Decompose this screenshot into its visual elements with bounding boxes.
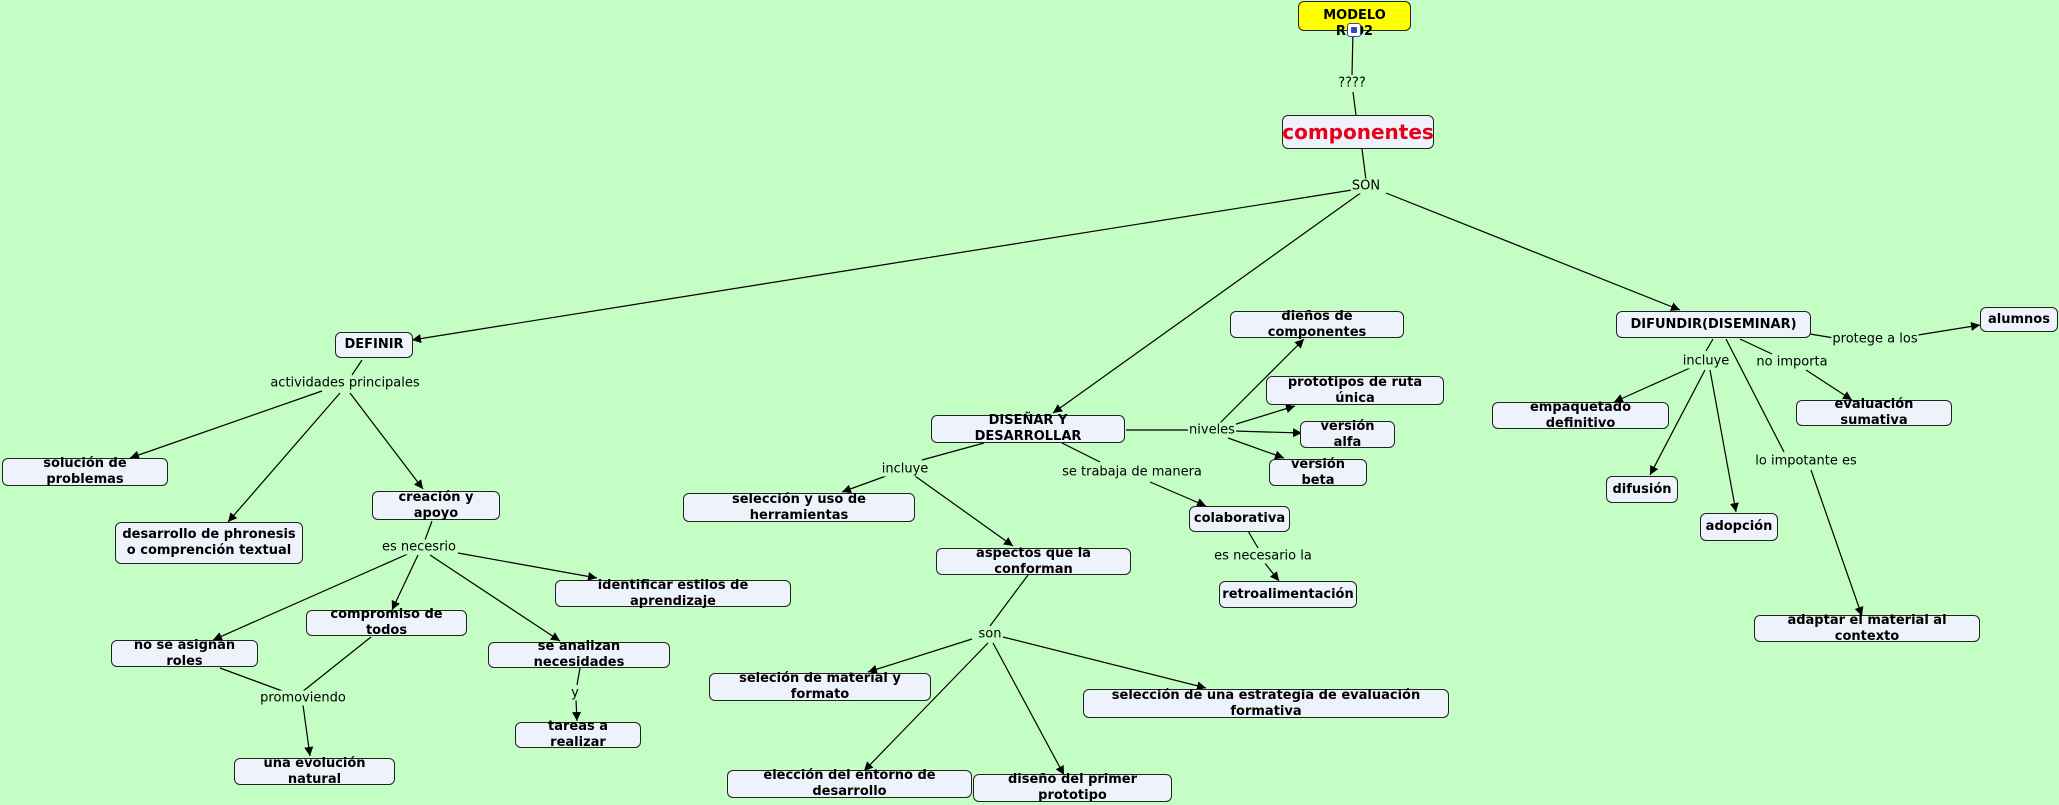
link-label-y: y [570, 685, 580, 701]
node-alumnos[interactable]: alumnos [1980, 307, 2058, 332]
link-label-incluye-disenar: incluye [880, 461, 930, 477]
node-definir[interactable]: DEFINIR [335, 332, 413, 358]
node-tareas[interactable]: tareas a realizar [515, 719, 641, 750]
node-compromiso[interactable]: compromiso de todos [306, 607, 467, 638]
node-difusion[interactable]: difusión [1606, 476, 1678, 503]
node-disenos-componentes[interactable]: dieños de componentes [1230, 309, 1404, 340]
node-estilos[interactable]: identificar estilos de aprendizaje [555, 578, 791, 609]
node-colaborativa[interactable]: colaborativa [1189, 506, 1290, 532]
node-adaptar-material[interactable]: adaptar el material al contexto [1754, 613, 1980, 644]
node-solucion-problemas[interactable]: solución de problemas [2, 456, 168, 487]
link-label-son-aspectos: son [977, 626, 1003, 642]
link-label-son: SON [1350, 178, 1382, 194]
node-componentes[interactable]: componentes [1282, 115, 1434, 149]
link-label-se-trabaja: se trabaja de manera [1061, 464, 1203, 480]
node-evolucion[interactable]: una evolución natural [234, 756, 395, 787]
node-empaquetado[interactable]: empaquetado definitivo [1492, 400, 1669, 431]
node-version-beta[interactable]: versión beta [1269, 457, 1367, 488]
node-version-alfa[interactable]: versión alfa [1300, 419, 1395, 450]
link-label-no-importa: no importa [1755, 354, 1829, 370]
link-label-q: ???? [1337, 75, 1367, 91]
node-herramientas[interactable]: selección y uso de herramientas [683, 492, 915, 523]
link-label-incluye-difundir: incluye [1681, 353, 1731, 369]
concept-map-icon[interactable] [1347, 23, 1361, 37]
link-label-es-necesario-la: es necesario la [1213, 548, 1313, 564]
node-difundir[interactable]: DIFUNDIR(DISEMINAR) [1616, 311, 1811, 338]
node-primer-prototipo[interactable]: diseño del primer prototipo [973, 772, 1172, 803]
node-retroalimentacion[interactable]: retroalimentación [1219, 581, 1357, 608]
node-necesidades[interactable]: se analizan necesidades [488, 639, 670, 670]
link-label-niveles: niveles [1188, 422, 1236, 438]
node-creacion-apoyo[interactable]: creación y apoyo [372, 490, 500, 521]
node-disenar-desarrollar[interactable]: DISEÑAR Y DESARROLLAR [931, 413, 1125, 444]
link-label-actividades: actividades principales [269, 375, 421, 391]
node-material-formato[interactable]: seleción de material y formato [709, 671, 931, 702]
link-label-es-necesrio: es necesrio [381, 539, 457, 555]
link-label-lo-importante: lo impotante es [1754, 453, 1858, 469]
node-adopcion[interactable]: adopción [1700, 513, 1778, 541]
link-label-protege: protege a los [1831, 331, 1919, 347]
node-no-roles[interactable]: no se asignan roles [111, 638, 258, 669]
node-evaluacion-sumativa[interactable]: evaluación sumativa [1796, 397, 1952, 428]
node-estrategia-evaluacion[interactable]: selección de una estrategia de evaluació… [1083, 688, 1449, 719]
node-prototipos-ruta[interactable]: prototipos de ruta única [1266, 375, 1444, 406]
node-phronesis[interactable]: desarrollo de phronesis o comprención te… [115, 522, 303, 564]
node-entorno-desarrollo[interactable]: elección del entorno de desarrollo [727, 768, 972, 799]
node-aspectos[interactable]: aspectos que la conforman [936, 546, 1131, 577]
link-label-promoviendo: promoviendo [259, 690, 347, 706]
